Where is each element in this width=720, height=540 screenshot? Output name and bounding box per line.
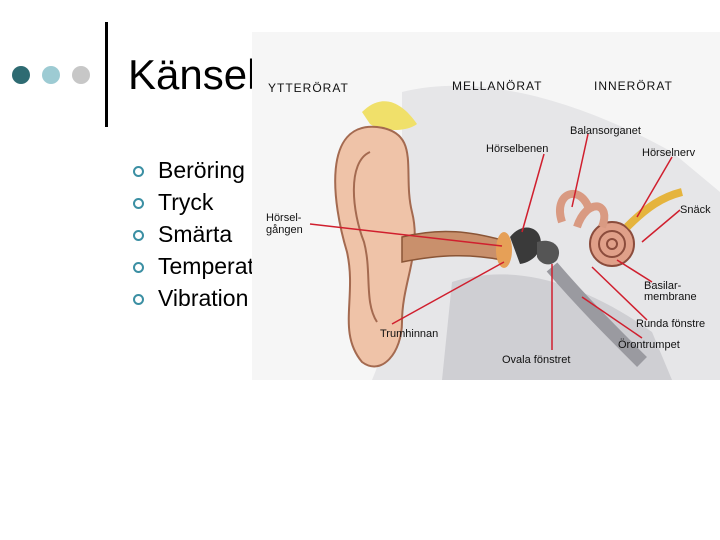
dot-dark	[12, 66, 30, 84]
bullet-text: Tryck	[158, 189, 213, 215]
label-horselnerv: Hörselnerv	[642, 147, 695, 159]
header-outer-ear: YTTERÖRAT	[268, 82, 349, 94]
label-runda-fonstret: Runda fönstre	[636, 318, 705, 330]
label-orontrumpet: Örontrumpet	[618, 339, 680, 351]
header-middle-ear: MELLANÖRAT	[452, 80, 542, 92]
bullet-text: Beröring	[158, 157, 245, 183]
dot-grey	[72, 66, 90, 84]
ear-anatomy-figure: YTTERÖRAT MELLANÖRAT INNERÖRAT Balansorg…	[252, 32, 720, 380]
label-horselbenen: Hörselbenen	[486, 143, 548, 155]
label-balansorganet: Balansorganet	[570, 125, 641, 137]
slide-title: Känsel	[128, 50, 256, 100]
label-ovala-fonstret: Ovala fönstret	[502, 354, 570, 366]
label-trumhinnan: Trumhinnan	[380, 328, 438, 340]
label-horselgangen-2: gången	[266, 224, 303, 236]
label-snacka: Snäck	[680, 204, 711, 216]
title-divider	[105, 22, 108, 127]
bullet-text: Smärta	[158, 221, 232, 247]
bullet-text: Vibration	[158, 285, 248, 311]
bullet-ring-icon	[133, 198, 144, 209]
bullet-ring-icon	[133, 166, 144, 177]
bullet-ring-icon	[133, 230, 144, 241]
header-inner-ear: INNERÖRAT	[594, 80, 673, 92]
bullet-ring-icon	[133, 262, 144, 273]
bullet-ring-icon	[133, 294, 144, 305]
decorative-dots	[12, 66, 98, 86]
label-horselgangen-1: Hörsel-	[266, 212, 301, 224]
dot-teal	[42, 66, 60, 84]
label-basilar-2: membrane	[644, 291, 697, 303]
